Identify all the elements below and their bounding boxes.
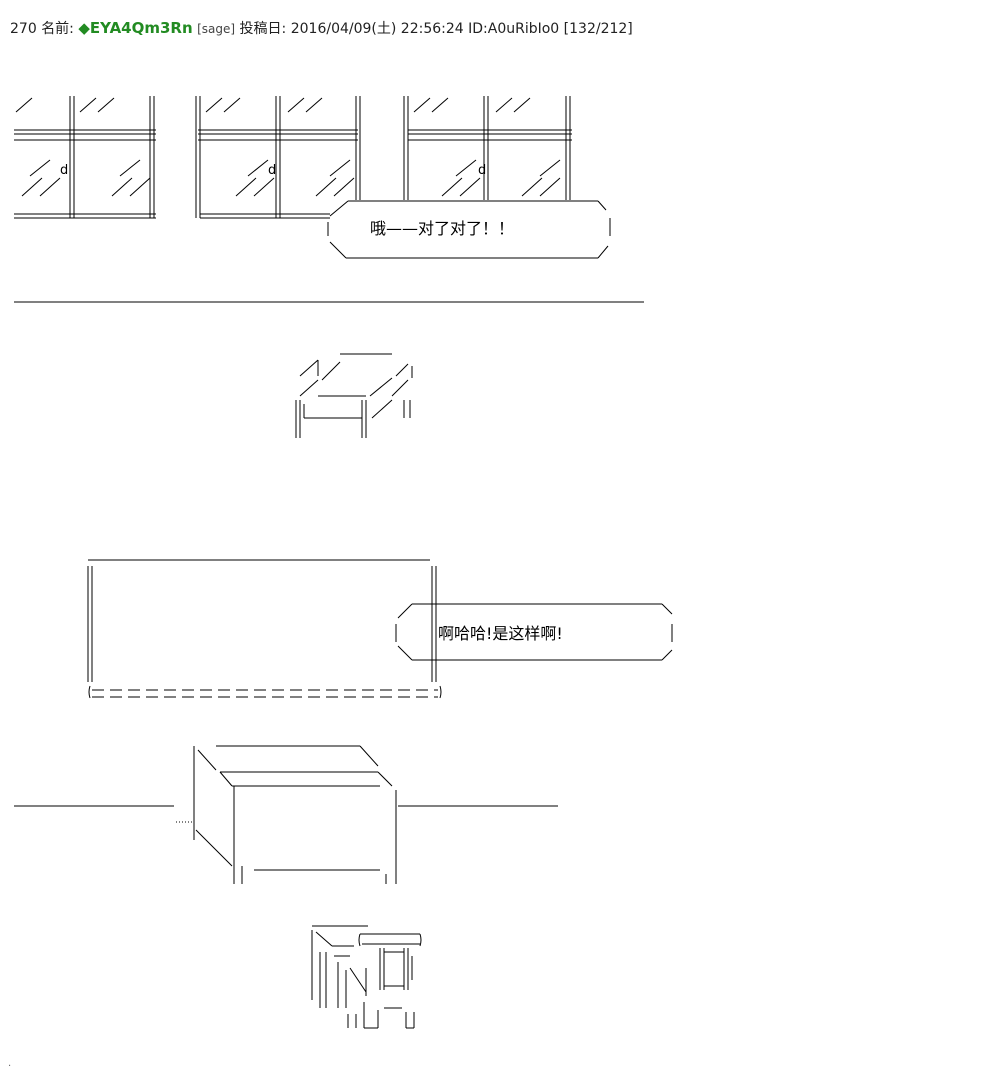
post-count: [132/212] bbox=[563, 21, 633, 37]
big-board bbox=[87, 559, 442, 699]
small-desk bbox=[295, 353, 413, 438]
name-label: 名前: bbox=[41, 21, 74, 37]
speech-bubble-1-outline bbox=[327, 200, 611, 259]
post-number: 270 bbox=[10, 21, 37, 37]
post-header: 270 名前: ◆EYA4Qm3Rn [sage] 投稿日: 2016/04/0… bbox=[10, 17, 633, 40]
post-id[interactable]: ID:A0uRibIo0 bbox=[468, 21, 560, 37]
speech-text-1: 哦——对了对了！！ bbox=[370, 219, 515, 238]
post-date: 2016/04/09(土) 22:56:24 bbox=[290, 21, 464, 37]
speech-text-2: 啊哈哈!是这样啊! bbox=[438, 624, 563, 643]
window-frames bbox=[14, 96, 572, 219]
date-label: 投稿日: bbox=[239, 21, 287, 37]
poster-name[interactable]: ◆EYA4Qm3Rn bbox=[78, 19, 193, 37]
window-handle-glyph: d bbox=[478, 163, 486, 178]
window-handle-glyph: d bbox=[268, 163, 276, 178]
chair bbox=[311, 925, 422, 1029]
footer-mark: . bbox=[8, 1058, 12, 1069]
window-handle-glyph: d bbox=[60, 163, 68, 178]
mail-field: [sage] bbox=[197, 22, 236, 36]
big-box-desk bbox=[14, 745, 558, 884]
speech-bubble-2-outline bbox=[395, 603, 673, 661]
